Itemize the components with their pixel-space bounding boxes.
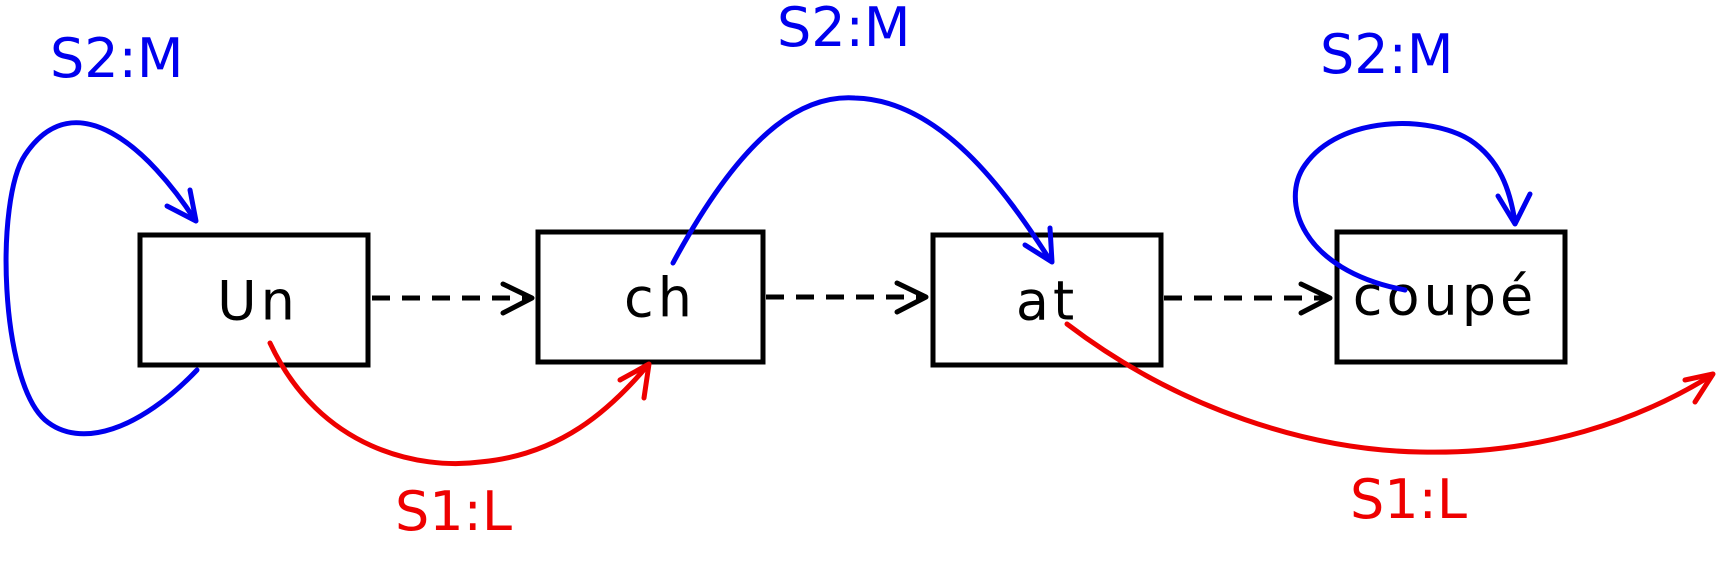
s1-label-un-ch: S1:L <box>395 480 512 543</box>
node-coupe: coupé <box>1334 229 1568 365</box>
arrowhead <box>500 281 535 316</box>
arrowhead <box>1682 371 1716 405</box>
arrowhead <box>1495 191 1533 227</box>
arrowhead <box>894 280 929 315</box>
node-ch-label: ch <box>624 267 696 330</box>
node-un-box <box>137 232 371 368</box>
s2-label-ch-at: S2:M <box>777 0 910 59</box>
s1-label-at-out: S1:L <box>1350 468 1467 531</box>
arrowhead <box>164 187 199 224</box>
s2-label-un: S2:M <box>50 27 183 90</box>
s2-edge-coupe-self: S2:M <box>1292 23 1533 293</box>
node-ch-box <box>535 229 766 365</box>
sequence-edge-un-ch <box>372 281 535 316</box>
s2-edge-ch-to-at: S2:M <box>670 0 1055 266</box>
node-coupe-box <box>1334 229 1568 365</box>
node-ch: ch <box>535 229 766 365</box>
node-at-label: at <box>1016 270 1078 333</box>
arrowhead <box>1298 281 1333 316</box>
node-un-label: Un <box>217 270 299 333</box>
sequence-edge-at-coupe <box>1164 281 1333 316</box>
arrowhead <box>617 361 652 401</box>
s1-edge-un-to-ch: S1:L <box>267 340 652 543</box>
s1-edge-at-to-out: S1:L <box>1064 321 1716 531</box>
sequence-edge-ch-at <box>766 280 929 315</box>
s2-edge-un-self: S2:M <box>3 27 200 437</box>
s2-label-coupe: S2:M <box>1320 23 1453 86</box>
node-un: Un <box>137 232 371 368</box>
arrowhead <box>1022 225 1055 265</box>
node-coupe-label: coupé <box>1353 265 1537 328</box>
